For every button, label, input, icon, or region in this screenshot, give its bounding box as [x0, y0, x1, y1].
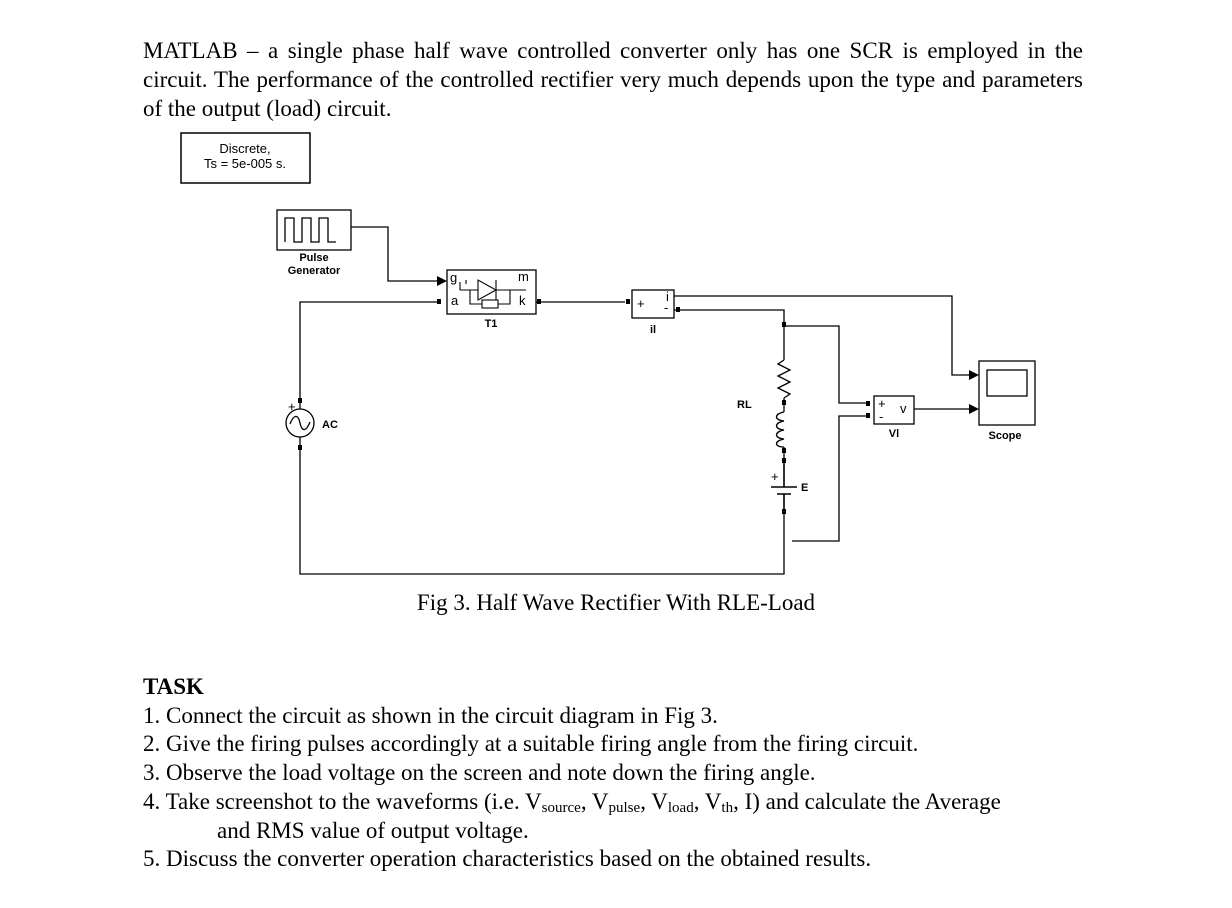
- source-plus-label: +: [288, 399, 296, 414]
- arrow-gate: [437, 276, 447, 286]
- wire-vm-minus: [792, 415, 866, 542]
- figure-caption-text: Fig 3. Half Wave Rectifier With RLE-Load: [416, 590, 816, 615]
- wire-vm-plus: [786, 325, 866, 404]
- meter-plus-label: +: [637, 296, 645, 311]
- port-m-label: m: [518, 269, 529, 284]
- port-square: [782, 458, 786, 463]
- port-k-label: k: [519, 293, 526, 308]
- battery-symbol: [771, 463, 797, 512]
- wire-source-bottom: [299, 437, 785, 575]
- battery-plus-label: +: [771, 469, 779, 484]
- port-square: [676, 307, 680, 312]
- pulse-icon: [284, 217, 336, 243]
- intro-paragraph: MATLAB – a single phase half wave contro…: [143, 38, 1083, 121]
- port-square: [298, 398, 302, 403]
- meter-minus-label: -: [664, 300, 668, 315]
- task-item-4-end: , I) and calculate the Average: [733, 788, 1001, 814]
- arrow-scope-2: [969, 404, 979, 414]
- thyristor-icon: [459, 279, 526, 309]
- port-square: [782, 448, 786, 453]
- powergui-block: [180, 132, 311, 184]
- voltage-measurement-block: [873, 395, 915, 425]
- wire-pulse: [351, 226, 440, 282]
- sub-pulse: pulse: [608, 799, 641, 816]
- emf-label: E: [801, 482, 808, 494]
- meter-i-label: i: [666, 289, 669, 304]
- port-a-label: a: [451, 293, 459, 308]
- sine-icon: [289, 415, 311, 431]
- task-title: TASK: [143, 674, 204, 699]
- solver-label-2: Ts = 5e-005 s.: [204, 156, 286, 171]
- task-item-5: 5. Discuss the converter operation chara…: [143, 846, 872, 872]
- load-label: RL: [737, 399, 752, 411]
- current-meter-label: il: [650, 324, 656, 336]
- wire-current-signal: [674, 295, 970, 376]
- figure-caption: Fig 3. Half Wave Rectifier With RLE-Load: [0, 590, 1232, 616]
- task-item-1: 1. Connect the circuit as shown in the c…: [143, 702, 718, 728]
- scope-block: [978, 360, 1036, 426]
- sep-3: , V: [693, 788, 722, 814]
- port-square: [782, 400, 786, 405]
- vm-plus-label: +: [878, 396, 886, 411]
- source-label: AC: [322, 419, 338, 431]
- wire-meter-to-load: [674, 309, 785, 360]
- port-square: [437, 299, 441, 304]
- port-g-label: g: [450, 270, 457, 285]
- port-square: [298, 445, 302, 450]
- solver-label-1: Discrete,: [219, 141, 270, 156]
- task-item-4: 4. Take screenshot to the waveforms (i.e…: [143, 788, 1103, 817]
- current-measurement-block: [631, 289, 675, 319]
- port-square: [537, 299, 541, 304]
- thyristor-label: T1: [485, 318, 498, 330]
- circuit-diagram: Discrete, Ts = 5e-005 s. Pulse Generator…: [180, 132, 1036, 575]
- port-square: [866, 413, 870, 418]
- vm-v-label: v: [900, 401, 907, 416]
- scope-label: Scope: [988, 430, 1021, 442]
- sep-2: , V: [640, 788, 668, 814]
- port-square: [782, 509, 786, 514]
- inductor-symbol: [775, 411, 785, 448]
- scope-screen-icon: [986, 369, 1028, 397]
- port-square: [626, 299, 630, 304]
- sep-1: , V: [580, 788, 609, 814]
- pulse-generator-label-1: Pulse: [299, 252, 328, 264]
- task-section: TASK 1. Connect the circuit as shown in …: [143, 673, 1103, 874]
- task-item-4-start: 4. Take screenshot to the waveforms (i.e…: [143, 788, 542, 814]
- port-square: [782, 322, 786, 327]
- pulse-generator-label-2: Generator: [288, 265, 341, 277]
- task-item-4-continuation: and RMS value of output voltage.: [217, 817, 529, 843]
- sub-th: th: [721, 799, 734, 816]
- task-list: 1. Connect the circuit as shown in the c…: [143, 702, 1103, 874]
- sub-load: load: [667, 799, 694, 816]
- task-item-3: 3. Observe the load voltage on the scree…: [143, 760, 816, 786]
- voltmeter-label: Vl: [889, 428, 899, 440]
- port-square: [866, 401, 870, 406]
- vm-minus-label: -: [879, 409, 883, 424]
- task-item-2: 2. Give the firing pulses accordingly at…: [143, 731, 919, 757]
- sub-source: source: [541, 799, 581, 816]
- resistor-symbol: [776, 359, 792, 399]
- pulse-generator-block: [276, 209, 352, 251]
- arrow-scope-1: [969, 370, 979, 380]
- wire-source-top: [299, 301, 440, 409]
- thyristor-block: [446, 269, 537, 315]
